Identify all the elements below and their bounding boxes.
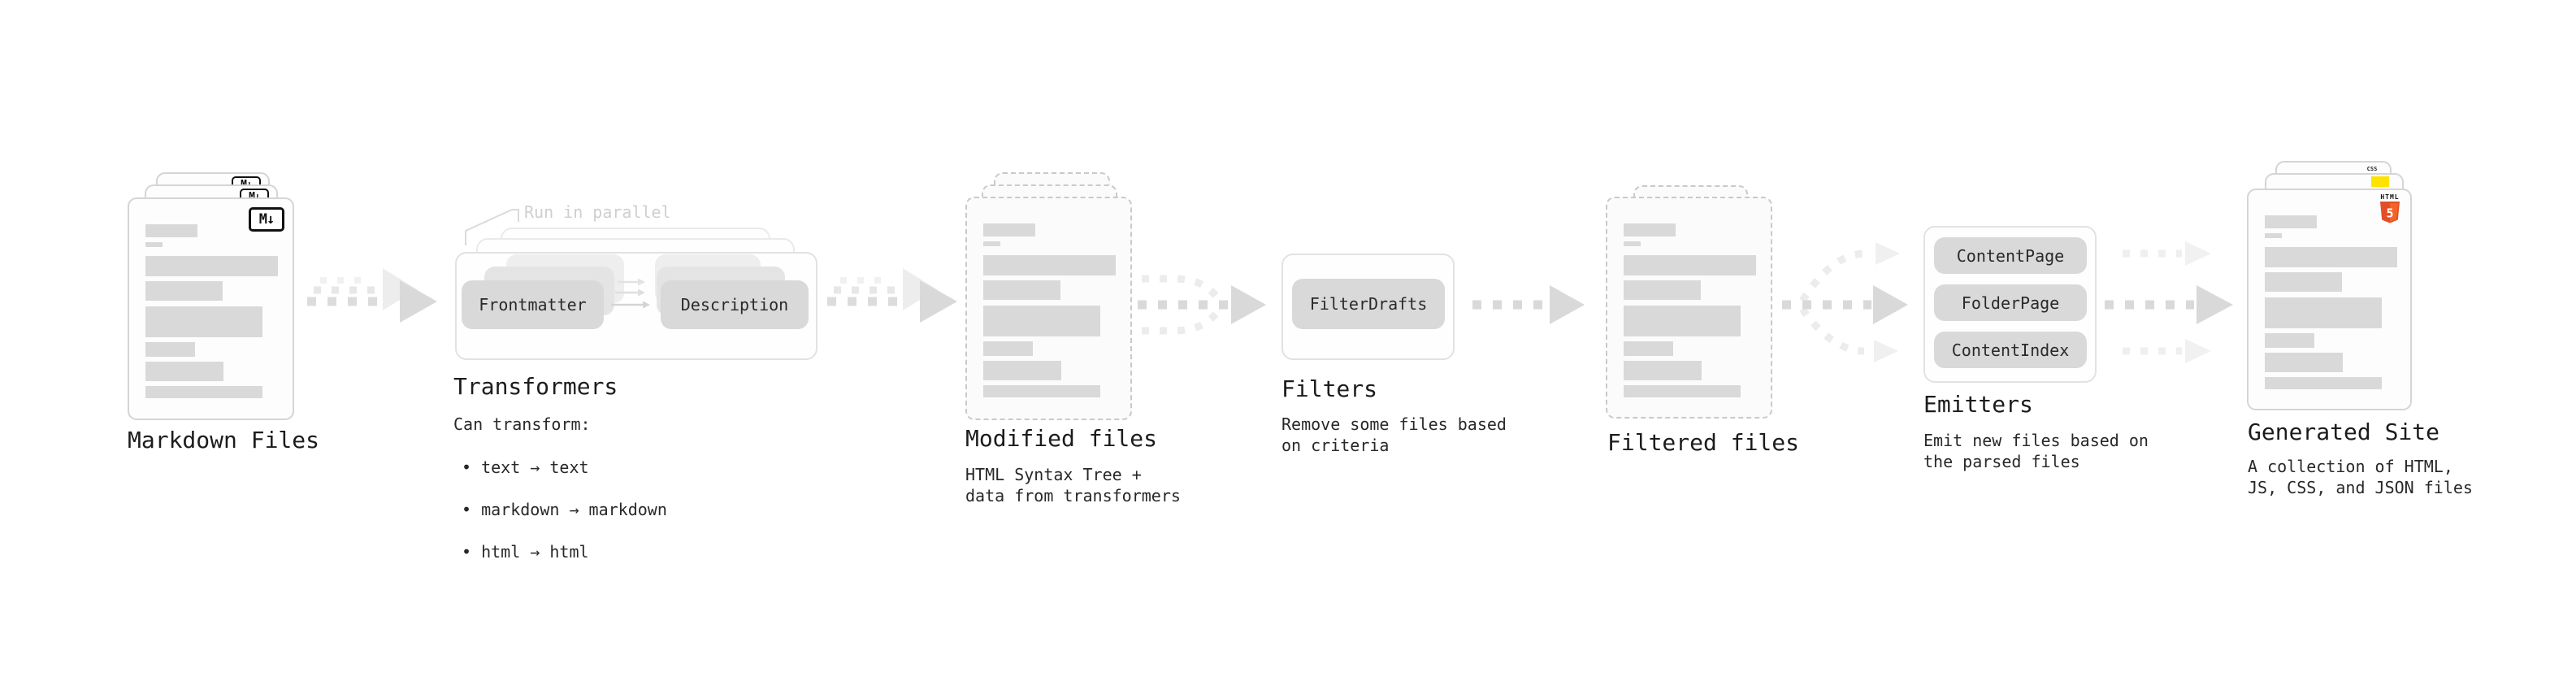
- flow-arrow-emitters-to-generated: [2105, 241, 2233, 363]
- placeholder-bar: [1624, 223, 1676, 236]
- file-card: [1606, 197, 1772, 419]
- placeholder-bar: [983, 385, 1100, 397]
- placeholder-bar: [145, 224, 197, 237]
- placeholder-bar: [145, 342, 195, 357]
- transformer-pill-frontmatter: Frontmatter: [462, 280, 604, 329]
- flow-arrow-filtered-to-emitters: [1782, 242, 1908, 362]
- file-card: M↓: [128, 197, 294, 420]
- placeholder-bar: [145, 362, 223, 381]
- bullet-item: • html → html: [462, 542, 589, 562]
- generated-site-title: Generated Site: [2248, 419, 2440, 445]
- markdown-files-title: Markdown Files: [128, 427, 320, 453]
- filtered-files-title: Filtered files: [1607, 429, 1800, 456]
- bullet-item: • markdown → markdown: [462, 500, 667, 519]
- flow-arrow-markdown-to-transformers: [307, 268, 437, 323]
- generated-site-description: A collection of HTML, JS, CSS, and JSON …: [2248, 457, 2473, 497]
- placeholder-bar: [1624, 341, 1673, 356]
- placeholder-bar: [2265, 353, 2343, 372]
- flow-arrow-transformers-to-modified: [827, 268, 957, 323]
- placeholder-bar: [1624, 280, 1701, 300]
- placeholder-bar: [2265, 233, 2282, 238]
- placeholder-bar: [2265, 215, 2317, 228]
- filters-title: Filters: [1281, 375, 1378, 402]
- emitters-description: Emit new files based on the parsed files: [1923, 431, 2149, 471]
- placeholder-bar: [2265, 272, 2342, 292]
- placeholder-bar: [983, 361, 1061, 380]
- bullet-item: • text → text: [462, 458, 589, 477]
- annotation-leader-line: [465, 209, 519, 245]
- flow-arrow-modified-to-filters: [1138, 275, 1266, 335]
- flow-arrow-filters-to-filtered: [1472, 285, 1585, 324]
- emitter-pill-contentindex: ContentIndex: [1934, 332, 2087, 368]
- placeholder-bar: [2265, 333, 2314, 348]
- file-card: [965, 197, 1132, 420]
- transformers-bullet-list: • text → text • markdown → markdown • ht…: [462, 436, 667, 583]
- placeholder-bar: [145, 281, 223, 301]
- placeholder-bar: [145, 242, 163, 247]
- placeholder-bar: [1624, 255, 1756, 275]
- filters-description: Remove some files based on criteria: [1281, 414, 1507, 455]
- transformers-title: Transformers: [453, 373, 618, 400]
- pill-to-pill-arrows: [611, 278, 650, 309]
- placeholder-bar: [983, 241, 1000, 246]
- file-card: HTML 5: [2247, 189, 2412, 410]
- placeholder-bar: [2265, 247, 2397, 267]
- run-in-parallel-annotation: Run in parallel: [524, 202, 671, 222]
- placeholder-bar: [1624, 385, 1741, 397]
- placeholder-bar: [2265, 297, 2382, 328]
- js-badge-icon: [2371, 176, 2389, 187]
- emitter-pill-folderpage: FolderPage: [1934, 284, 2087, 321]
- modified-files-title: Modified files: [965, 425, 1158, 452]
- placeholder-bar: [983, 306, 1100, 336]
- placeholder-bar: [1624, 306, 1741, 336]
- modified-files-description: HTML Syntax Tree + data from transformer…: [965, 465, 1181, 505]
- placeholder-bar: [983, 280, 1060, 300]
- emitters-title: Emitters: [1923, 391, 2033, 418]
- placeholder-bar: [2265, 377, 2382, 389]
- placeholder-bar: [145, 386, 262, 398]
- placeholder-bar: [983, 223, 1035, 236]
- placeholder-bar: [983, 341, 1033, 356]
- svg-text:5: 5: [2386, 206, 2393, 221]
- filter-pill-filterdrafts: FilterDrafts: [1292, 279, 1445, 329]
- placeholder-bar: [145, 256, 278, 276]
- placeholder-bar: [145, 306, 262, 337]
- transformers-desc-heading: Can transform:: [453, 414, 591, 434]
- markdown-badge-icon: M↓: [249, 207, 284, 232]
- emitter-pill-contentpage: ContentPage: [1934, 237, 2087, 274]
- placeholder-bar: [983, 255, 1116, 275]
- placeholder-bar: [1624, 241, 1641, 246]
- html5-icon: HTML 5: [2379, 193, 2401, 223]
- placeholder-bar: [1624, 361, 1702, 380]
- transformer-pill-description: Description: [661, 280, 809, 329]
